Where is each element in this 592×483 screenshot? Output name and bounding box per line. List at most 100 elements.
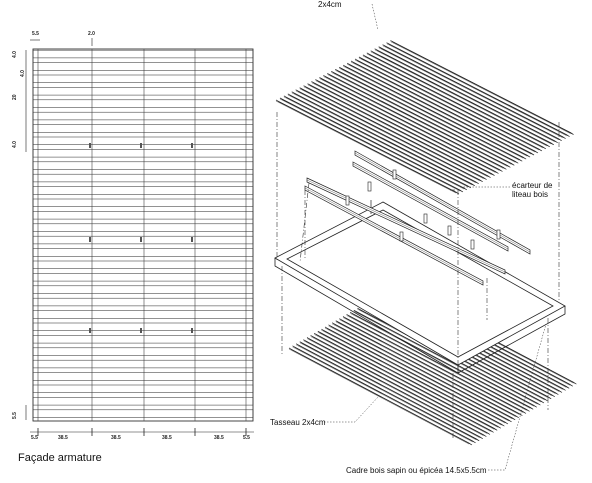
- bottom-batten: [342, 316, 527, 414]
- bottom-batten: [335, 320, 519, 418]
- bottom-batten: [353, 309, 537, 408]
- top-batten: [374, 48, 558, 144]
- elevation-batten: [32, 74, 254, 83]
- elevation-title: Façade armature: [18, 452, 102, 464]
- elevation-batten: [32, 149, 254, 158]
- bottom-batten: [303, 339, 487, 437]
- bottom-batten: [346, 314, 530, 412]
- bottom-batten-edge: [314, 334, 495, 430]
- elevation-batten: [32, 136, 254, 145]
- top-batten: [378, 46, 562, 141]
- top-batten-edge: [370, 51, 551, 145]
- left-dim-1: 4.0: [12, 51, 18, 58]
- bottom-batten-edge: [339, 319, 520, 415]
- top-batten: [335, 68, 519, 164]
- top-batten-edge: [386, 43, 567, 136]
- spacer-clip: [496, 229, 501, 240]
- top-batten-edge: [354, 59, 536, 153]
- top-batten-edge: [358, 57, 540, 151]
- label-top-battens: 2x4cm: [318, 0, 342, 9]
- bottom-batten: [292, 345, 476, 444]
- elevation-outline: [32, 48, 254, 422]
- bottom-batten-edge: [299, 342, 480, 438]
- elevation-batten: [32, 384, 254, 393]
- bottom-dim-1: 5.5: [31, 435, 38, 441]
- bottom-batten: [306, 337, 491, 435]
- elevation-batten: [32, 322, 254, 331]
- spacer-clip: [470, 239, 475, 250]
- top-batten: [315, 79, 499, 174]
- top-batten-edge: [311, 82, 492, 175]
- elevation-batten: [32, 198, 254, 207]
- top-batten: [283, 95, 468, 191]
- spacer-clip: [367, 181, 372, 192]
- left-dim-3: 20: [12, 94, 18, 100]
- top-batten-edge: [303, 86, 484, 179]
- bottom-dim-5: 38.5: [214, 435, 224, 441]
- elevation-batten: [32, 124, 254, 133]
- top-batten: [279, 97, 464, 193]
- spacer-bar-edge: [306, 179, 506, 273]
- top-batten-edge: [279, 98, 461, 192]
- top-batten: [307, 83, 491, 178]
- bottom-batten-edge: [310, 336, 491, 432]
- elevation-batten: [32, 99, 254, 108]
- bottom-batten: [324, 326, 509, 425]
- elevation-batten: [32, 297, 254, 307]
- left-dim-4: 4.0: [12, 141, 18, 148]
- top-batten: [362, 54, 547, 150]
- top-batten-edge: [350, 61, 532, 155]
- elevation-batten: [32, 223, 254, 232]
- top-batten-edge: [339, 68, 520, 161]
- bottom-batten-edge: [342, 317, 524, 413]
- spacer-mark: [89, 328, 91, 333]
- spacer-mark: [191, 237, 193, 242]
- top-batten-edge: [315, 80, 496, 173]
- elevation-batten: [32, 359, 254, 369]
- top-batten: [354, 58, 539, 154]
- top-batten: [311, 81, 495, 176]
- elevation-batten: [32, 335, 254, 344]
- leader-frame: [488, 323, 547, 471]
- spacer-mark: [89, 143, 91, 148]
- top-batten: [346, 62, 531, 158]
- bottom-batten: [321, 328, 505, 427]
- bottom-batten-edge: [303, 340, 484, 436]
- bottom-dim-2: 38.5: [58, 435, 68, 441]
- elevation-batten: [32, 372, 254, 381]
- bottom-batten-edge: [328, 325, 509, 422]
- bottom-batten-edge: [335, 321, 516, 417]
- elevation-batten: [32, 347, 254, 356]
- top-dim-mid: 2.0: [88, 31, 95, 37]
- elevation-batten: [32, 397, 254, 406]
- top-batten: [275, 99, 460, 195]
- elevation-batten: [32, 173, 254, 183]
- spacer-clip: [423, 213, 428, 224]
- bottom-batten: [339, 318, 523, 416]
- elevation-batten: [32, 62, 254, 71]
- bottom-batten: [296, 343, 480, 442]
- spacer-mark: [191, 328, 193, 333]
- top-batten-edge: [291, 92, 472, 186]
- elevation-batten: [32, 273, 254, 282]
- top-batten-edge: [319, 78, 500, 171]
- spacer-bar-edge: [354, 152, 531, 253]
- top-batten-edge: [335, 70, 516, 163]
- spacer-mark: [140, 143, 142, 148]
- spacer-clip: [392, 169, 397, 180]
- bottom-batten-edge: [306, 338, 488, 434]
- top-batten: [382, 44, 566, 139]
- top-batten: [303, 85, 487, 180]
- spacer-mark: [140, 237, 142, 242]
- bottom-batten: [310, 335, 494, 433]
- bottom-batten: [317, 330, 501, 429]
- spacer-clip: [447, 225, 452, 236]
- top-batten: [295, 89, 479, 185]
- top-batten: [350, 60, 535, 156]
- top-batten-edge: [362, 55, 543, 149]
- bottom-batten-edge: [324, 327, 506, 424]
- top-batten: [342, 64, 527, 160]
- top-batten-edge: [347, 64, 528, 157]
- top-batten: [358, 56, 543, 152]
